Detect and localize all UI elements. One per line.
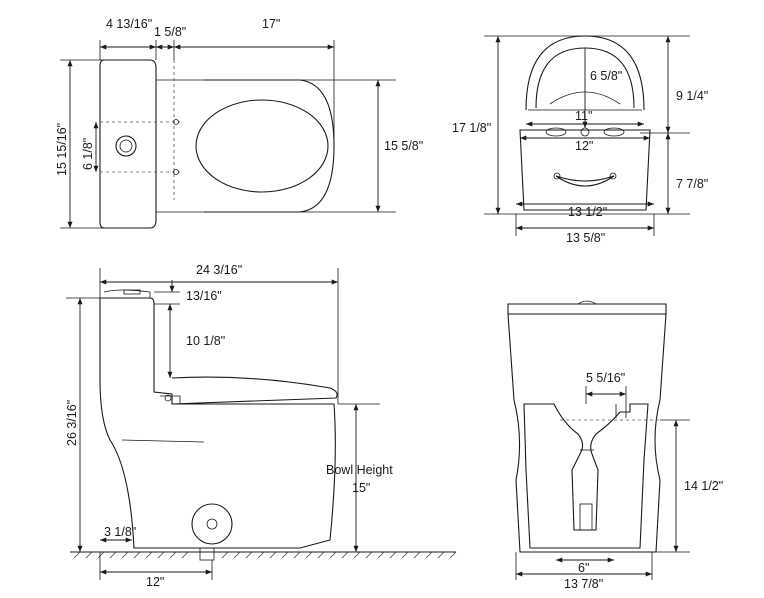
front-body-outline <box>507 313 667 553</box>
dim-width-outer: 15 15/16" <box>55 123 69 176</box>
front-tank-top <box>507 303 667 315</box>
dim-bolt-a: 11" <box>575 109 592 123</box>
bowl-height-value: 15" <box>352 481 370 495</box>
floor-hatch <box>73 551 457 559</box>
dim-tank-depth: 4 13/16" <box>106 17 152 31</box>
dim-outlet-h: 14 1/2" <box>684 479 723 493</box>
side-seat <box>171 376 338 405</box>
dim-offset: 1 5/8" <box>154 25 186 39</box>
dim-rear-total: 17 1/8" <box>452 121 491 135</box>
side-body-outline <box>99 297 336 549</box>
dim-radius: 6 5/8" <box>590 69 622 83</box>
bowl-height-label: Bowl Height <box>326 463 393 477</box>
dim-height: 26 3/16" <box>65 400 79 446</box>
dim-rear-lower: 7 7/8" <box>676 177 708 191</box>
dim-flush: 6 1/8" <box>81 138 95 170</box>
dim-base-outer: 13 5/8" <box>566 231 605 245</box>
flush-button-icon <box>115 135 137 157</box>
rear-outlet-icon <box>555 175 615 187</box>
front-trapway <box>523 403 649 549</box>
dim-bowl-width: 15 5/8" <box>384 139 423 153</box>
dim-base: 13 7/8" <box>564 577 603 591</box>
dim-rough-in: 12" <box>146 575 164 589</box>
dim-rear-upper: 9 1/4" <box>676 89 708 103</box>
dim-tank-drop: 10 1/8" <box>186 334 225 348</box>
side-outlet-icon <box>191 503 233 545</box>
top-bowl-opening <box>195 99 329 193</box>
rear-view: 17 1/8" 9 1/4" 7 7/8" 6 5/8" 11" 12" 13 … <box>452 35 708 245</box>
dim-rear-gap: 3 1/8" <box>104 525 136 539</box>
dim-trap: 6" <box>578 561 589 575</box>
dim-base-inner: 13 1/2" <box>568 205 607 219</box>
dim-bolt-b: 12" <box>575 139 593 153</box>
top-tank-outline <box>99 59 157 229</box>
dim-length: 17" <box>262 17 280 31</box>
side-view: 24 3/16" 26 3/16" 13/16" 10 1/8" Bowl He… <box>65 263 457 589</box>
top-bowl-outline <box>204 79 335 213</box>
front-view: 5 5/16" 14 1/2" 6" 13 7/8" <box>507 300 723 591</box>
dim-tank-top: 13/16" <box>186 289 222 303</box>
top-view: 4 13/16" 1 5/8" 17" 15 15/16" 6 1/8" 15 … <box>55 17 423 229</box>
dim-top-outlet: 5 5/16" <box>586 371 625 385</box>
rear-body-outline <box>519 129 651 211</box>
dim-total-length: 24 3/16" <box>196 263 242 277</box>
